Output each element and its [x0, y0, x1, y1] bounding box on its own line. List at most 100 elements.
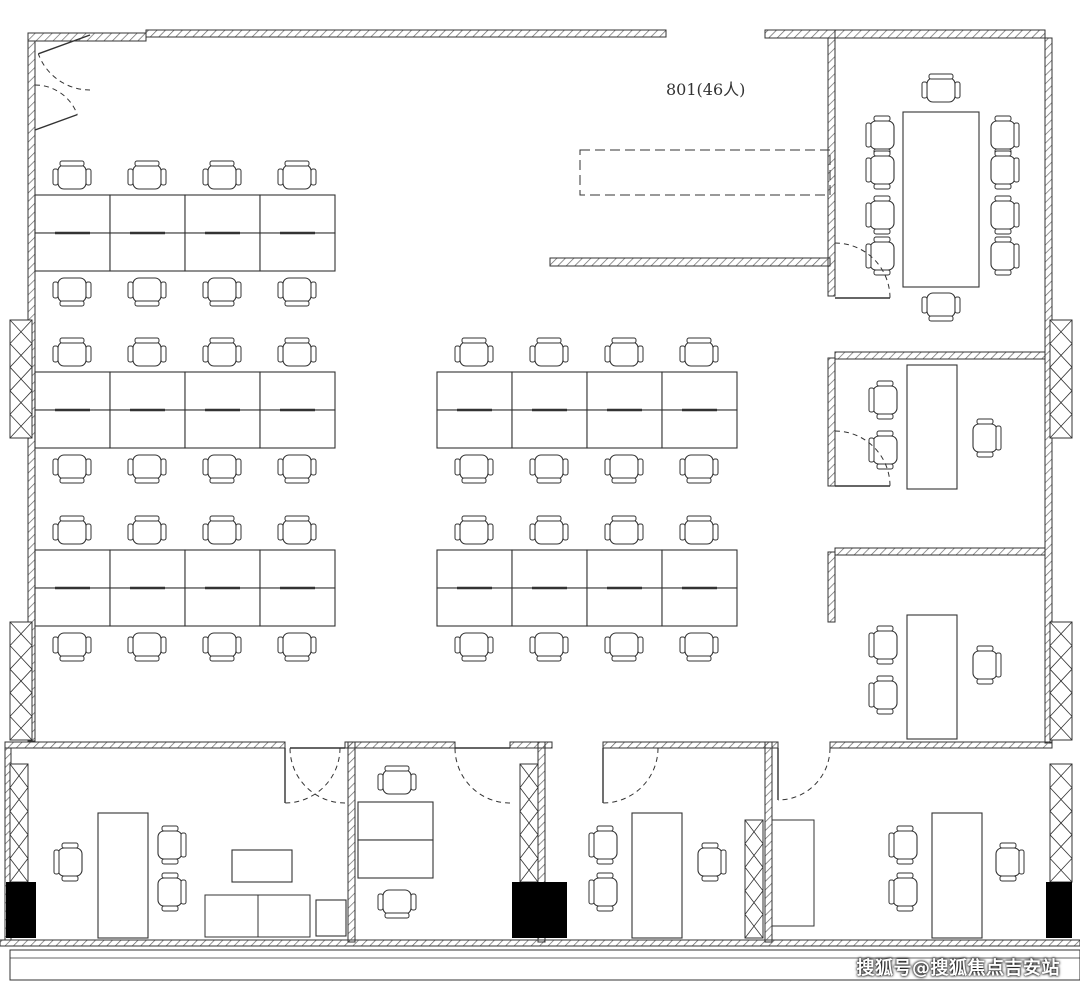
desk [906, 364, 958, 490]
office-chair [990, 115, 1020, 155]
office-chair [157, 825, 187, 865]
column [6, 882, 36, 938]
desk [109, 194, 186, 234]
column [512, 882, 567, 938]
office-chair [865, 115, 895, 155]
desk [109, 549, 186, 589]
window [519, 763, 539, 883]
doors [34, 34, 891, 804]
desk [661, 371, 738, 411]
wall-hatch [27, 32, 147, 42]
office-chair [127, 337, 167, 367]
desk [511, 409, 588, 449]
office-chair [52, 337, 92, 367]
wall-hatch [4, 741, 286, 749]
office-chair [202, 454, 242, 484]
desk [184, 371, 261, 411]
office-chair [588, 872, 618, 912]
desk [586, 371, 663, 411]
office-chair [679, 337, 719, 367]
desk [436, 409, 513, 449]
desk [184, 549, 261, 589]
wall-hatch [145, 29, 667, 38]
wall-hatch [834, 547, 1046, 556]
office-chair [588, 825, 618, 865]
office-chair [377, 889, 417, 919]
office-chair [529, 515, 569, 545]
desk [259, 549, 336, 589]
office-chair [202, 160, 242, 190]
desk [259, 371, 336, 411]
office-chair [888, 872, 918, 912]
office-chair [990, 195, 1020, 235]
office-chair [277, 160, 317, 190]
desk [109, 371, 186, 411]
office-chair [995, 842, 1025, 882]
office-chair [277, 632, 317, 662]
office-chair [529, 632, 569, 662]
wall-hatch [834, 29, 1046, 39]
office-chair [127, 454, 167, 484]
office-chair [604, 515, 644, 545]
office-chair [921, 292, 961, 322]
desk [259, 194, 336, 234]
office-chair [277, 277, 317, 307]
office-chair [52, 277, 92, 307]
office-chair [865, 195, 895, 235]
office-chair [604, 632, 644, 662]
office-chair [277, 337, 317, 367]
wall-hatch [764, 741, 773, 943]
desk [97, 812, 149, 939]
office-chair [697, 842, 727, 882]
desk [436, 549, 513, 589]
desk [34, 232, 111, 272]
wall-hatch [549, 257, 831, 267]
office-chair [972, 418, 1002, 458]
desk [357, 839, 434, 879]
desk [906, 614, 958, 740]
office-chair [202, 515, 242, 545]
door-swing [284, 747, 341, 804]
desk [586, 587, 663, 627]
door-swing [602, 747, 659, 804]
door-swing [834, 242, 891, 299]
watermark: 搜狐号@搜狐焦点吉安站 [856, 958, 1060, 979]
office-chair [888, 825, 918, 865]
desk [586, 409, 663, 449]
desk [34, 371, 111, 411]
office-chair [604, 337, 644, 367]
wall-hatch [827, 551, 836, 623]
wall-hatch [827, 37, 836, 297]
office-chair [202, 337, 242, 367]
sofa [771, 819, 815, 927]
wall-hatch [602, 741, 779, 749]
desk [231, 849, 293, 883]
column [1046, 882, 1072, 938]
office-chair [52, 515, 92, 545]
window [9, 763, 29, 883]
desk [931, 812, 983, 939]
office-chair [454, 454, 494, 484]
wall-hatch [829, 741, 1053, 749]
window [744, 819, 764, 939]
door-swing [777, 747, 831, 801]
desk [184, 194, 261, 234]
office-chair [990, 150, 1020, 190]
door-swing [37, 34, 91, 91]
office-chair [529, 337, 569, 367]
desk [631, 812, 683, 939]
desk [357, 801, 434, 841]
office-chair [529, 454, 569, 484]
door-swing [454, 747, 511, 804]
desk [436, 371, 513, 411]
office-chair [127, 515, 167, 545]
desk [511, 549, 588, 589]
window [9, 319, 33, 439]
office-chair [127, 277, 167, 307]
desk [34, 549, 111, 589]
office-chair [52, 632, 92, 662]
wall-hatch [509, 741, 553, 749]
office-chair [990, 236, 1020, 276]
wall-hatch [764, 29, 836, 39]
desk [315, 899, 347, 937]
